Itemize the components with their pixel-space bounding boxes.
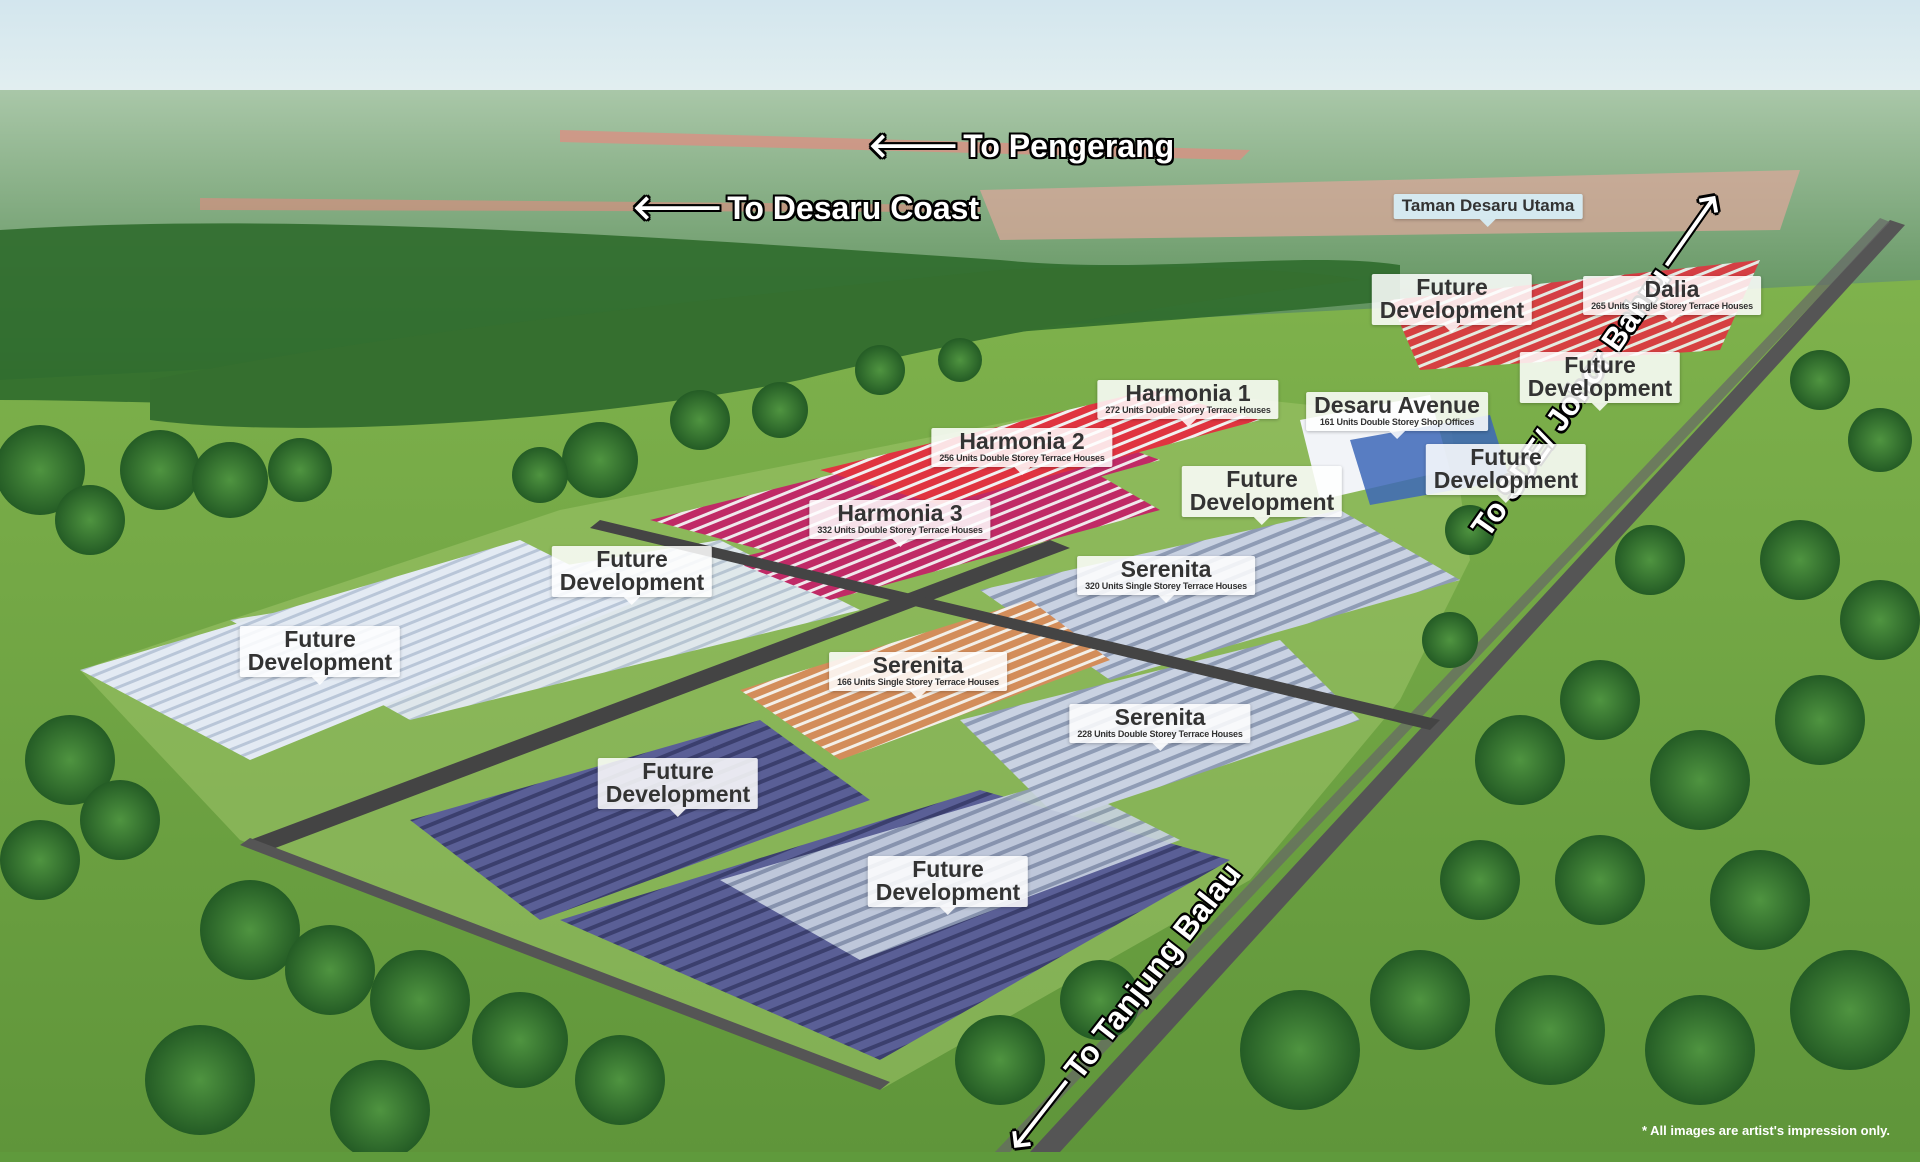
main-road-diagonal (250, 540, 1070, 850)
label-title: Serenita (1114, 704, 1206, 730)
arrow-left-icon: 🡐 (868, 127, 960, 165)
tree-clusters (0, 338, 1920, 1152)
label-harmonia-2: Harmonia 2 256 Units Double Storey Terra… (931, 428, 1113, 467)
label-title: Harmonia 1 (1125, 380, 1251, 406)
arrow-left-icon: 🡐 (632, 189, 724, 227)
label-subtitle: 166 Units Single Storey Terrace Houses (837, 677, 999, 687)
far-road-pink (560, 130, 1250, 160)
highway-right (1030, 220, 1905, 1152)
label-subtitle: 332 Units Double Storey Terrace Houses (817, 525, 983, 535)
disclaimer-text: * All images are artist's impression onl… (1641, 1123, 1890, 1138)
zone-serenita-a (980, 510, 1460, 680)
far-town (980, 170, 1800, 240)
label-title: Dalia (1644, 276, 1700, 302)
label-subtitle: 272 Units Double Storey Terrace Houses (1105, 405, 1271, 415)
label-title: Harmonia 3 (837, 500, 963, 526)
road-label-text: To Pengerang (963, 128, 1175, 164)
label-serenita-320: Serenita 320 Units Single Storey Terrace… (1077, 556, 1255, 595)
label-title: Taman Desaru Utama (1401, 196, 1575, 215)
label-subtitle: 265 Units Single Storey Terrace Houses (1591, 301, 1753, 311)
label-subtitle: 161 Units Double Storey Shop Offices (1319, 417, 1475, 427)
label-taman-desaru-utama: Taman Desaru Utama (1393, 194, 1583, 219)
far-road-pink-2 (200, 198, 980, 212)
label-dalia: Dalia 265 Units Single Storey Terrace Ho… (1583, 276, 1761, 315)
forest-band-hill (150, 266, 1360, 428)
label-subtitle: 320 Units Single Storey Terrace Houses (1085, 581, 1247, 591)
label-title: Desaru Avenue (1314, 392, 1480, 418)
label-title: Harmonia 2 (959, 428, 1085, 454)
road-label-desaru-coast: 🡐 To Desaru Coast (632, 190, 979, 226)
label-subtitle: 256 Units Double Storey Terrace Houses (939, 453, 1105, 463)
label-harmonia-1: Harmonia 1 272 Units Double Storey Terra… (1097, 380, 1279, 419)
site-border-bottom (240, 838, 890, 1090)
highway-right-2 (995, 218, 1890, 1152)
label-desaru-avenue: Desaru Avenue 161 Units Double Storey Sh… (1306, 392, 1488, 431)
label-harmonia-3: Harmonia 3 332 Units Double Storey Terra… (809, 500, 991, 539)
main-road-cross (590, 520, 1440, 730)
road-label-pengerang: 🡐 To Pengerang (868, 128, 1174, 164)
label-title: Serenita (872, 652, 964, 678)
label-title: Serenita (1120, 556, 1212, 582)
road-label-text: To Desaru Coast (727, 190, 980, 226)
label-subtitle: 228 Units Double Storey Terrace Houses (1077, 729, 1243, 739)
label-serenita-228: Serenita 228 Units Double Storey Terrace… (1069, 704, 1251, 743)
label-serenita-166: Serenita 166 Units Single Storey Terrace… (829, 652, 1007, 691)
